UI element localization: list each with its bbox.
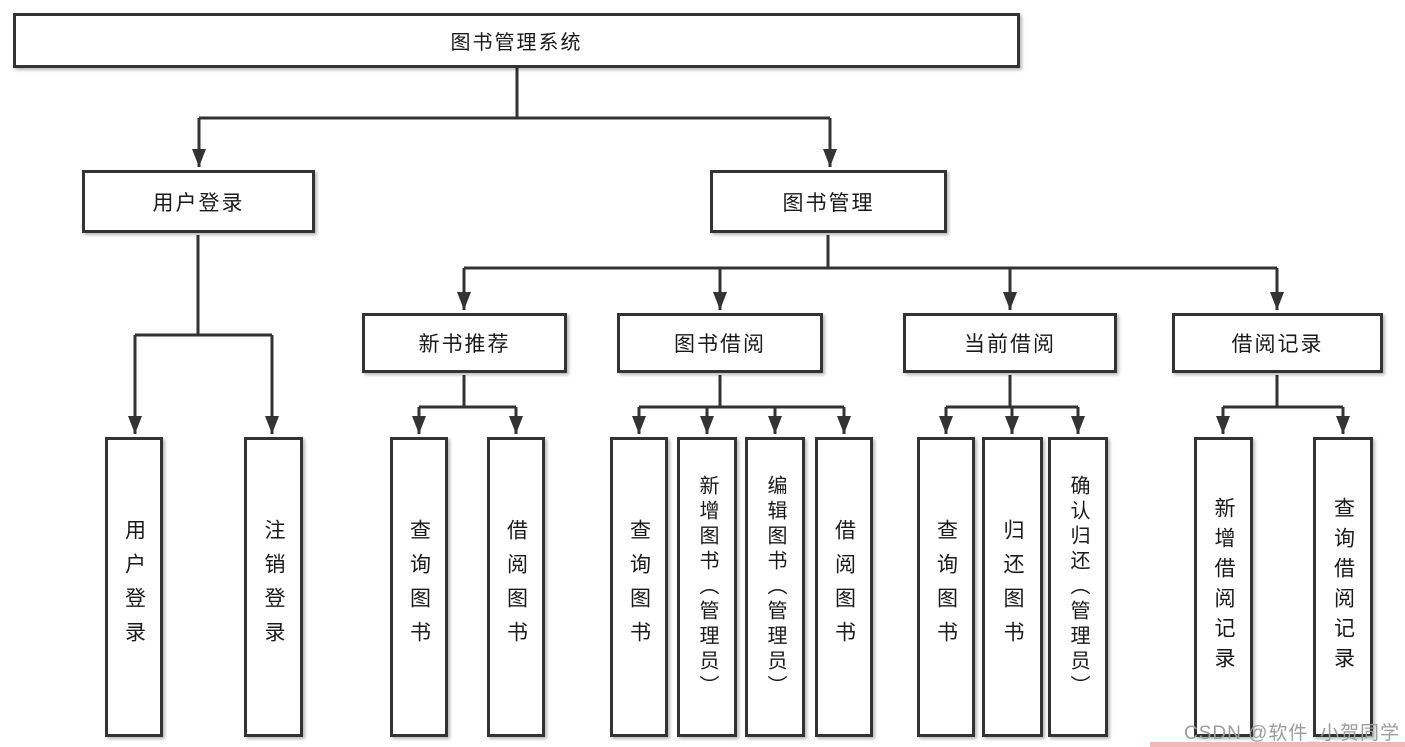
leaf-label: 借阅图书 bbox=[832, 519, 856, 655]
csdn-watermark: CSDN @软件_小贺同学 bbox=[1184, 723, 1400, 744]
watermark-strip bbox=[1150, 742, 1405, 747]
node-new-book-recommend: 新书推荐 bbox=[362, 313, 567, 373]
leaf-label: 查询图书 bbox=[627, 519, 651, 655]
node-book-management: 图书管理 bbox=[710, 170, 947, 233]
leaf-label: 借阅图书 bbox=[504, 519, 528, 655]
node-borrow-records: 借阅记录 bbox=[1172, 313, 1383, 373]
leaf-query-books-recommend: 查询图书 bbox=[390, 437, 448, 737]
node-user-login: 用户登录 bbox=[82, 170, 315, 233]
leaf-add-books-admin: 新增图书（管理员） bbox=[677, 437, 737, 737]
leaf-edit-books-admin: 编辑图书（管理员） bbox=[745, 437, 805, 737]
leaf-label: 归还图书 bbox=[1001, 519, 1024, 655]
node-current-borrow: 当前借阅 bbox=[903, 313, 1117, 373]
leaf-label: 注销登录 bbox=[262, 519, 285, 655]
leaf-borrow-books: 借阅图书 bbox=[815, 437, 873, 737]
leaf-query-books-borrow: 查询图书 bbox=[610, 437, 668, 737]
leaf-label: 新增借阅记录 bbox=[1212, 497, 1235, 677]
leaf-label: 查询图书 bbox=[934, 519, 958, 655]
leaf-borrow-books-recommend: 借阅图书 bbox=[487, 437, 545, 737]
leaf-label: 用户登录 bbox=[122, 519, 146, 655]
leaf-label: 新增图书（管理员） bbox=[696, 474, 718, 700]
tree-trunk-lines bbox=[135, 67, 1343, 409]
leaf-label: 查询图书 bbox=[407, 519, 431, 655]
node-root-system: 图书管理系统 bbox=[13, 13, 1020, 68]
node-book-borrow: 图书借阅 bbox=[617, 313, 823, 373]
leaf-label: 编辑图书（管理员） bbox=[764, 474, 786, 700]
leaf-logout: 注销登录 bbox=[244, 437, 303, 737]
leaf-label: 查询借阅记录 bbox=[1331, 497, 1355, 677]
leaf-query-borrow-record: 查询借阅记录 bbox=[1313, 437, 1373, 737]
leaf-user-login: 用户登录 bbox=[105, 437, 163, 737]
leaf-query-books-current: 查询图书 bbox=[917, 437, 975, 737]
leaf-confirm-return-admin: 确认归还（管理员） bbox=[1048, 437, 1108, 737]
leaf-return-books: 归还图书 bbox=[982, 437, 1043, 737]
leaf-label: 确认归还（管理员） bbox=[1067, 474, 1089, 700]
leaf-add-borrow-record: 新增借阅记录 bbox=[1194, 437, 1253, 737]
